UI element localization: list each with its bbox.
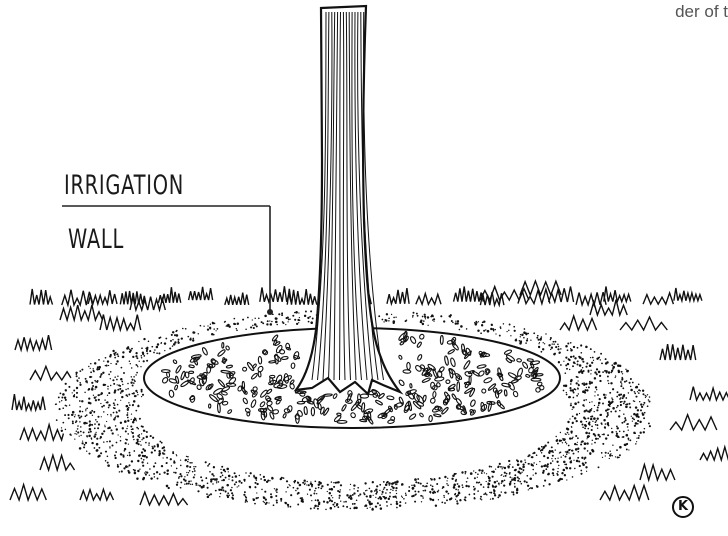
artist-signature-mark: K bbox=[672, 496, 694, 518]
label-wall: WALL bbox=[68, 224, 124, 255]
caption-fragment: der of t bbox=[675, 2, 728, 22]
label-irrigation: IRRIGATION bbox=[64, 170, 184, 201]
